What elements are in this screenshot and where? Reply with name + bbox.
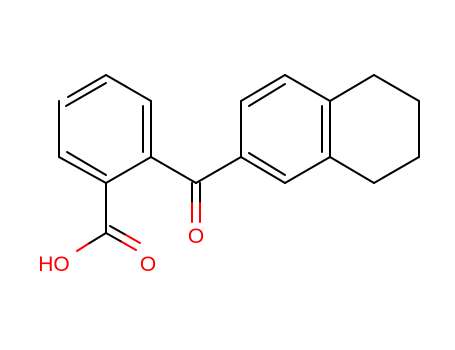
- hydroxyl-label: HO: [38, 253, 70, 276]
- ring-bond: [329, 74, 375, 102]
- ring-bond: [105, 74, 152, 102]
- c-o-double-bond: [105, 232, 123, 243]
- c-o-double-bond-second-hetero: [125, 234, 141, 244]
- saturated-ring: [329, 74, 420, 184]
- ring-bond: [373, 156, 420, 184]
- ring-bond: [284, 74, 331, 102]
- ring-bond: [105, 156, 152, 184]
- ring-bond: [329, 156, 375, 184]
- acid-oxygen-label: O: [140, 253, 156, 276]
- ring-bond: [67, 74, 107, 98]
- carbonyl-oxygen-label: O: [188, 225, 204, 248]
- c-o-double-bond-second: [109, 225, 127, 236]
- carboxylic-acid-group: [76, 182, 141, 252]
- ring-bond: [240, 74, 286, 102]
- ring-double-bond: [65, 82, 107, 107]
- ring-to-carbonyl-bond: [150, 156, 197, 184]
- c-oh-bond-hetero: [76, 243, 89, 252]
- carbonyl-to-ring-bond: [195, 156, 242, 184]
- ring-bond: [373, 74, 420, 102]
- c-oh-bond: [87, 232, 107, 245]
- ring-bond: [58, 156, 107, 184]
- benzene-ring: [58, 74, 152, 184]
- ring-bond: [284, 156, 331, 184]
- ketone-group: [150, 156, 242, 223]
- ring-bond: [240, 156, 286, 184]
- tetralin-aromatic-ring: [240, 74, 331, 184]
- ring-double-bond: [248, 83, 286, 107]
- ring-double-bond: [248, 152, 286, 176]
- c-o-double-bond-hetero: [121, 241, 137, 251]
- ring-double-bond: [66, 151, 107, 176]
